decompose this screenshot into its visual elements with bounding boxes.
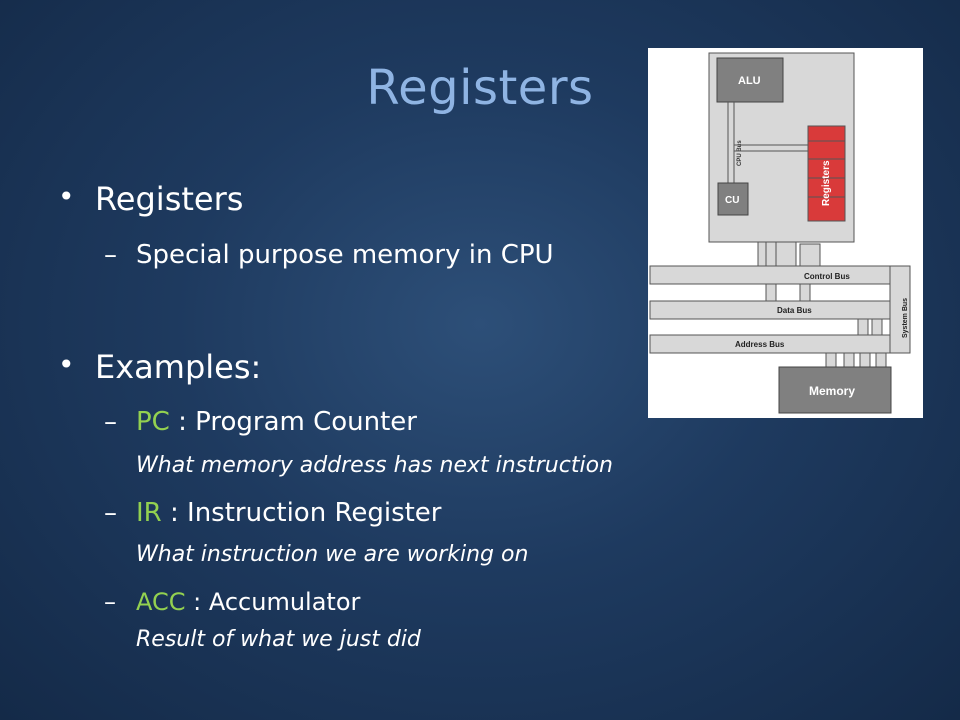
registers-label: Registers [821, 160, 832, 206]
cu-label: CU [725, 195, 739, 206]
bus-connector [871, 318, 883, 336]
bullet-label: Registers [95, 180, 244, 218]
sub-dash: – [104, 240, 117, 270]
slide-title: Registers [366, 60, 594, 116]
term-ir: IR [136, 498, 162, 528]
bus-connector [857, 318, 869, 336]
system-bus-label: System Bus [902, 298, 909, 338]
sub-text: PC : Program Counter [136, 407, 417, 437]
cpu-bus-diagram: ALU CPU Bus Registers CU Control Bus Dat… [648, 48, 923, 418]
sub-text: IR : Instruction Register [136, 498, 442, 528]
registers-box [807, 125, 846, 222]
sub-dash: – [104, 407, 117, 437]
address-bus-label: Address Bus [735, 340, 785, 349]
term-pc: PC [136, 407, 170, 437]
cpu-bus-label: CPU Bus [737, 140, 743, 166]
bullet-dot: • [58, 348, 75, 381]
cpu-connector [757, 241, 797, 267]
data-bus-label: Data Bus [777, 306, 812, 315]
sub-text: Special purpose memory in CPU [136, 240, 554, 270]
term-acc: ACC [136, 588, 186, 616]
sub-dash: – [104, 588, 116, 616]
memory-connector [825, 352, 837, 368]
system-bus [889, 265, 911, 354]
bullet-label: Examples: [95, 348, 262, 386]
note-ir: What instruction we are working on [136, 542, 529, 567]
alu-label: ALU [738, 75, 761, 87]
alu-box [716, 57, 784, 103]
memory-box [778, 366, 892, 414]
sub-dash: – [104, 498, 117, 528]
note-pc: What memory address has next instruction [136, 453, 613, 478]
bus-connector [765, 283, 777, 302]
term-description: : Instruction Register [161, 498, 442, 528]
memory-connector [875, 352, 887, 368]
control-bus [649, 265, 911, 285]
term-description: : Program Counter [169, 407, 417, 437]
control-bus-label: Control Bus [804, 272, 850, 281]
sub-text: ACC : Accumulator [136, 588, 360, 616]
cpu-connector [799, 243, 821, 267]
cu-box [717, 182, 749, 216]
memory-connector [859, 352, 871, 368]
note-acc: Result of what we just did [136, 627, 421, 652]
bus-connector [799, 283, 811, 302]
memory-label: Memory [809, 384, 855, 398]
memory-connector [843, 352, 855, 368]
bullet-dot: • [58, 180, 75, 213]
term-description: : Accumulator [185, 588, 361, 616]
